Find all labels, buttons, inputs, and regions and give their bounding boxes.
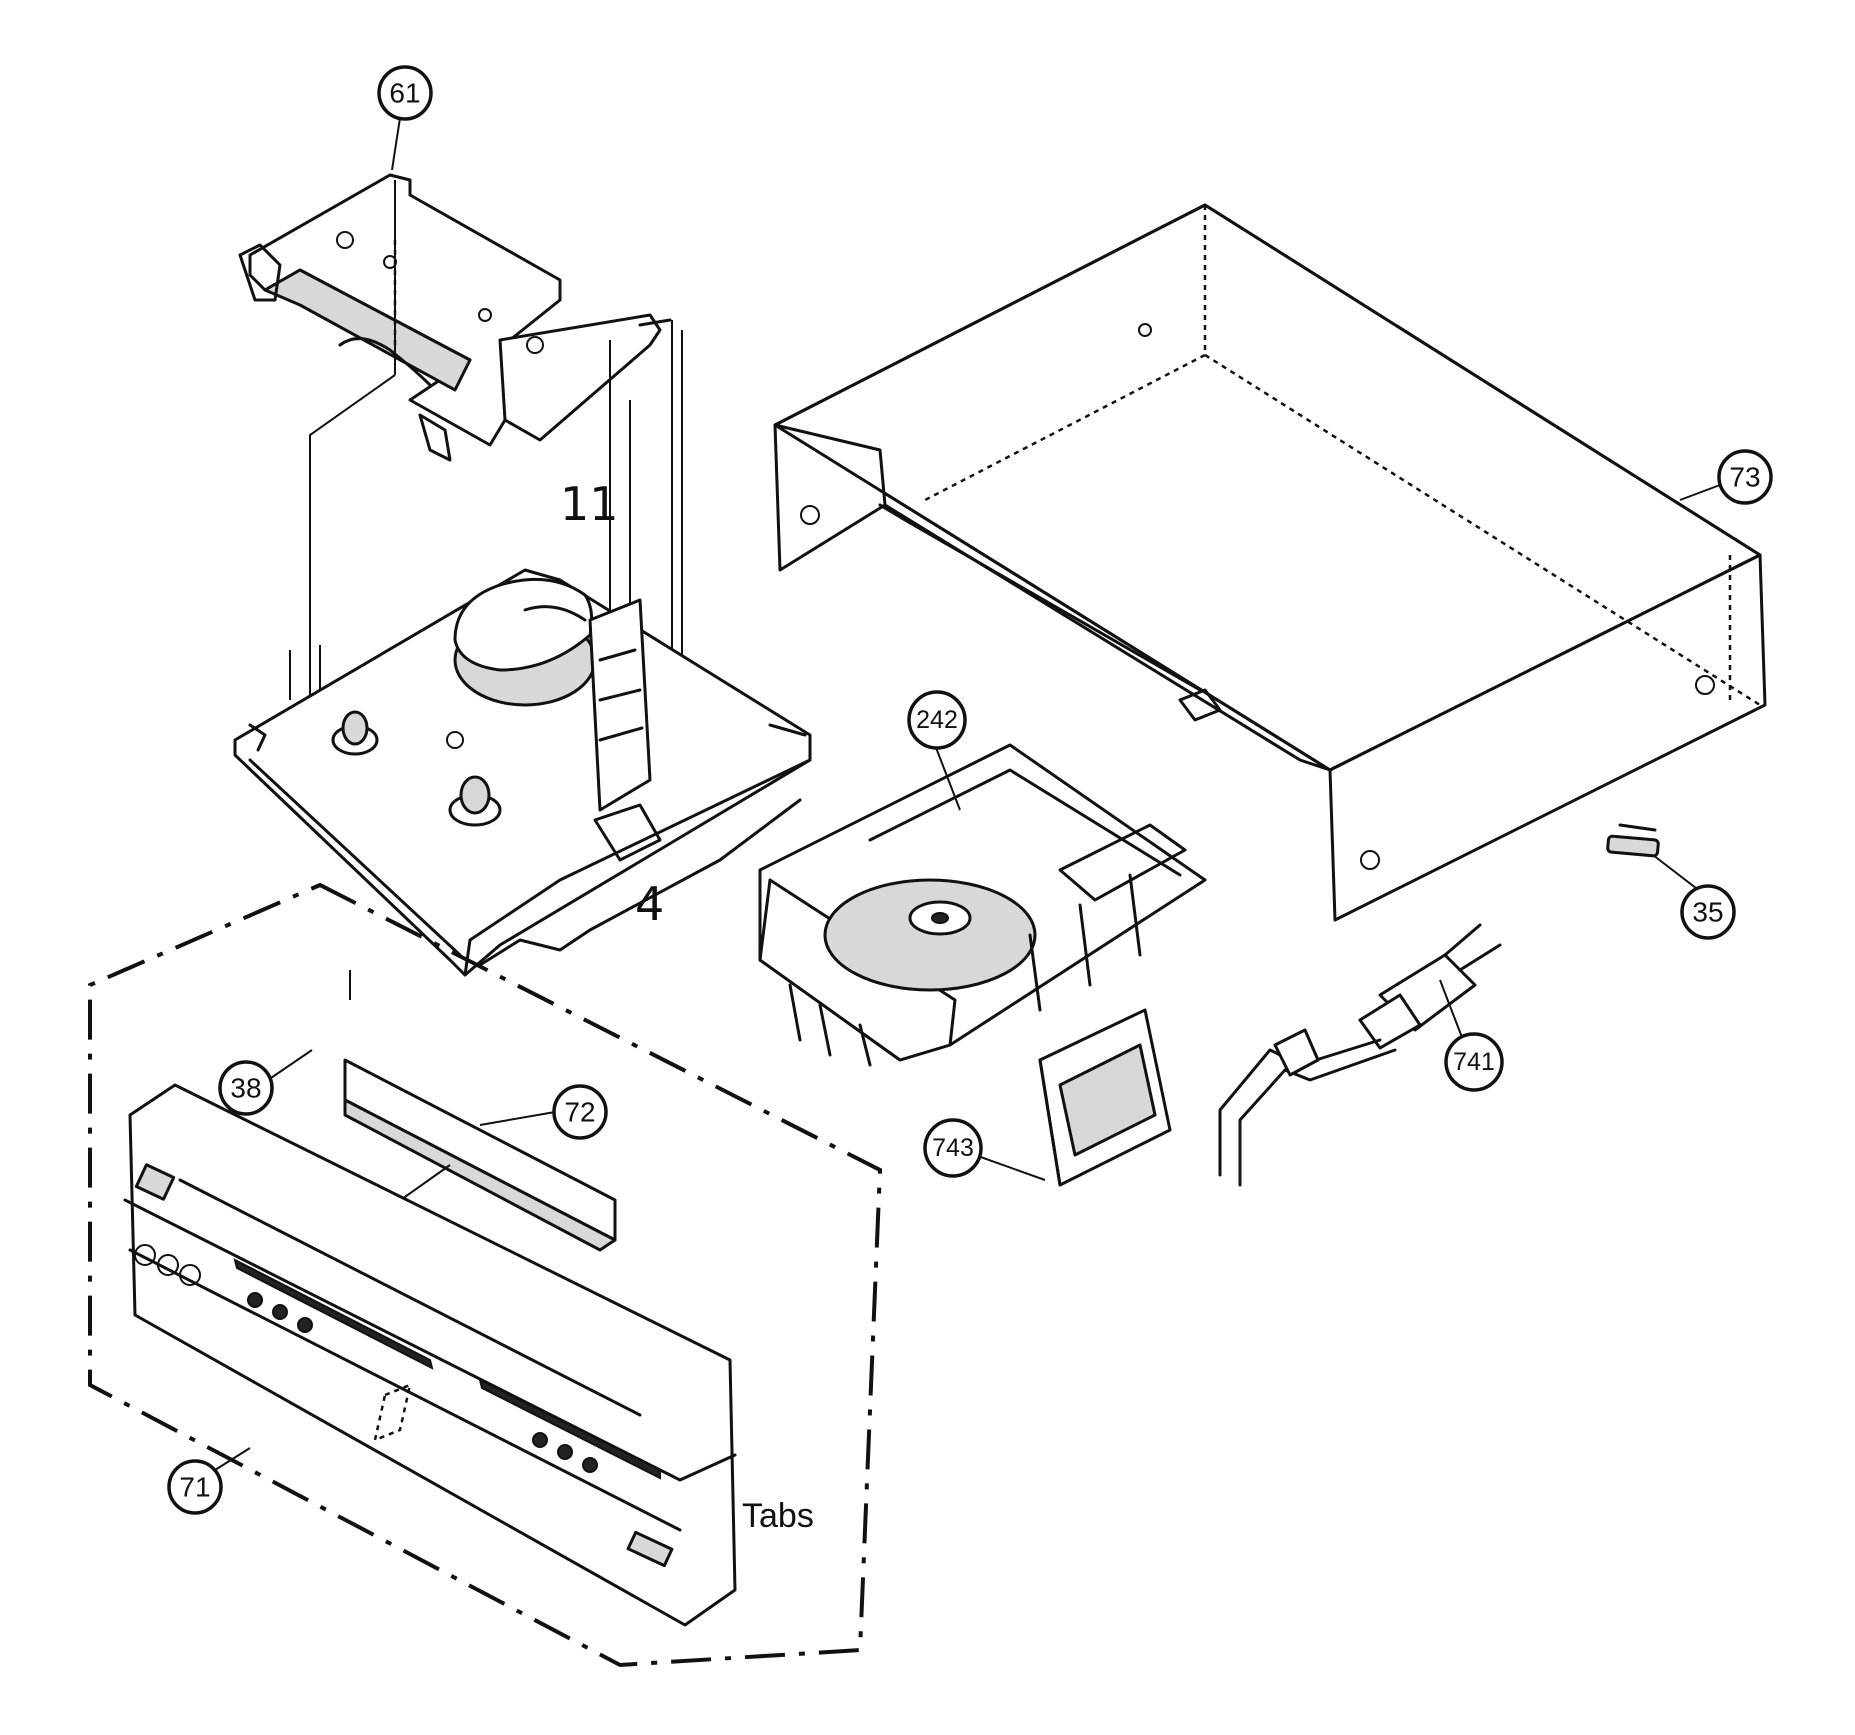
callout-242: 242: [907, 690, 967, 750]
power-cord-part: [1218, 923, 1502, 1187]
callout-743: 743: [923, 1118, 983, 1178]
callout-73-label: 73: [1729, 462, 1760, 493]
callout-73: 73: [1717, 449, 1773, 505]
handwritten-mark-11: 11: [560, 477, 619, 531]
callout-38: 38: [218, 1060, 274, 1116]
dvd-loader-part: [758, 743, 1207, 1067]
tabs-note: Tabs: [742, 1497, 814, 1535]
callout-741: 741: [1444, 1032, 1504, 1092]
callout-72-label: 72: [564, 1097, 595, 1128]
display-window-part: [329, 1058, 617, 1252]
callout-35-label: 35: [1692, 897, 1723, 928]
callout-741-label: 741: [1453, 1048, 1495, 1076]
chassis-plate-part: [233, 568, 812, 977]
callout-743-label: 743: [932, 1134, 974, 1162]
callout-71-label: 71: [179, 1472, 210, 1503]
small-slider-part: [1606, 823, 1660, 858]
small-module-part: [1038, 1008, 1172, 1187]
front-panel-group-boundary: [88, 882, 883, 1668]
handwritten-mark-4: 4: [635, 877, 664, 931]
callout-61-label: 61: [389, 78, 420, 109]
callout-242-label: 242: [916, 706, 958, 734]
callout-61: 61: [377, 65, 433, 121]
callout-35: 35: [1680, 884, 1736, 940]
front-panel-part: [123, 1083, 737, 1627]
callout-72: 72: [552, 1084, 608, 1140]
top-cover-part: [773, 203, 1767, 922]
callout-71: 71: [167, 1459, 223, 1515]
top-bracket-part: [238, 173, 672, 462]
callout-38-label: 38: [230, 1073, 261, 1104]
